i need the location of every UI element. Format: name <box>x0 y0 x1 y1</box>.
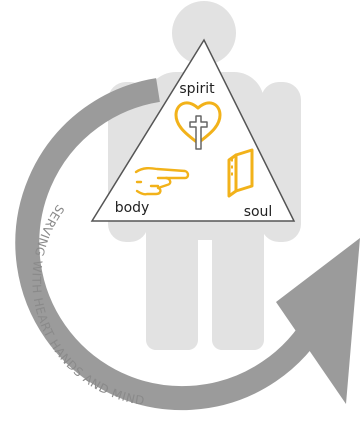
arrowhead <box>276 238 360 404</box>
figure-left-leg <box>146 210 198 350</box>
soul-label: soul <box>244 204 273 220</box>
body-label: body <box>115 200 150 216</box>
spirit-label: spirit <box>179 81 215 97</box>
figure-right-leg <box>212 210 264 350</box>
